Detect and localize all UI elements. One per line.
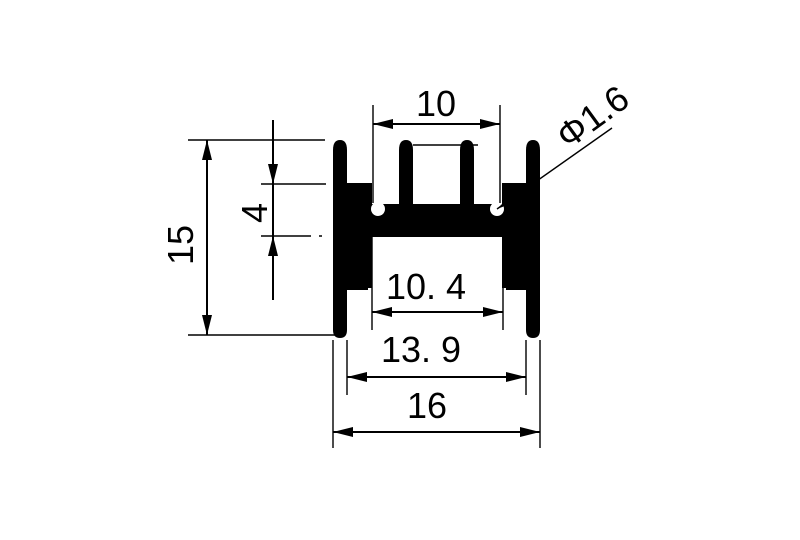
dimension-overall-width: 16 bbox=[332, 340, 541, 448]
dimension-top-width: 10 bbox=[372, 83, 501, 203]
heatsink-profile bbox=[333, 140, 540, 338]
right-lower-notch bbox=[502, 288, 526, 338]
left-lower-notch bbox=[347, 288, 372, 338]
left-shoulder bbox=[346, 183, 366, 205]
top-width-label: 10 bbox=[416, 83, 456, 124]
fin-depth-label: 4 bbox=[234, 203, 275, 223]
inner-width-label: 10. 4 bbox=[386, 266, 466, 307]
dimension-inner-width: 10. 4 bbox=[371, 237, 504, 330]
left-outer-fin bbox=[333, 140, 347, 338]
inner-fin-1 bbox=[399, 140, 413, 210]
height-label: 15 bbox=[160, 225, 201, 265]
dimension-mid-width: 13. 9 bbox=[346, 329, 527, 395]
dimension-fin-depth: 4 bbox=[234, 120, 326, 300]
dimension-height: 15 bbox=[160, 139, 335, 336]
base-plate bbox=[368, 204, 506, 237]
right-outer-fin bbox=[526, 140, 540, 338]
screw-hole-left bbox=[371, 202, 385, 216]
overall-width-label: 16 bbox=[407, 385, 447, 426]
right-foot bbox=[506, 286, 527, 290]
left-foot bbox=[346, 286, 368, 290]
hole-diameter-label: Φ1.6 bbox=[549, 77, 637, 156]
inner-fin-2 bbox=[460, 140, 474, 210]
mid-width-label: 13. 9 bbox=[381, 329, 461, 370]
